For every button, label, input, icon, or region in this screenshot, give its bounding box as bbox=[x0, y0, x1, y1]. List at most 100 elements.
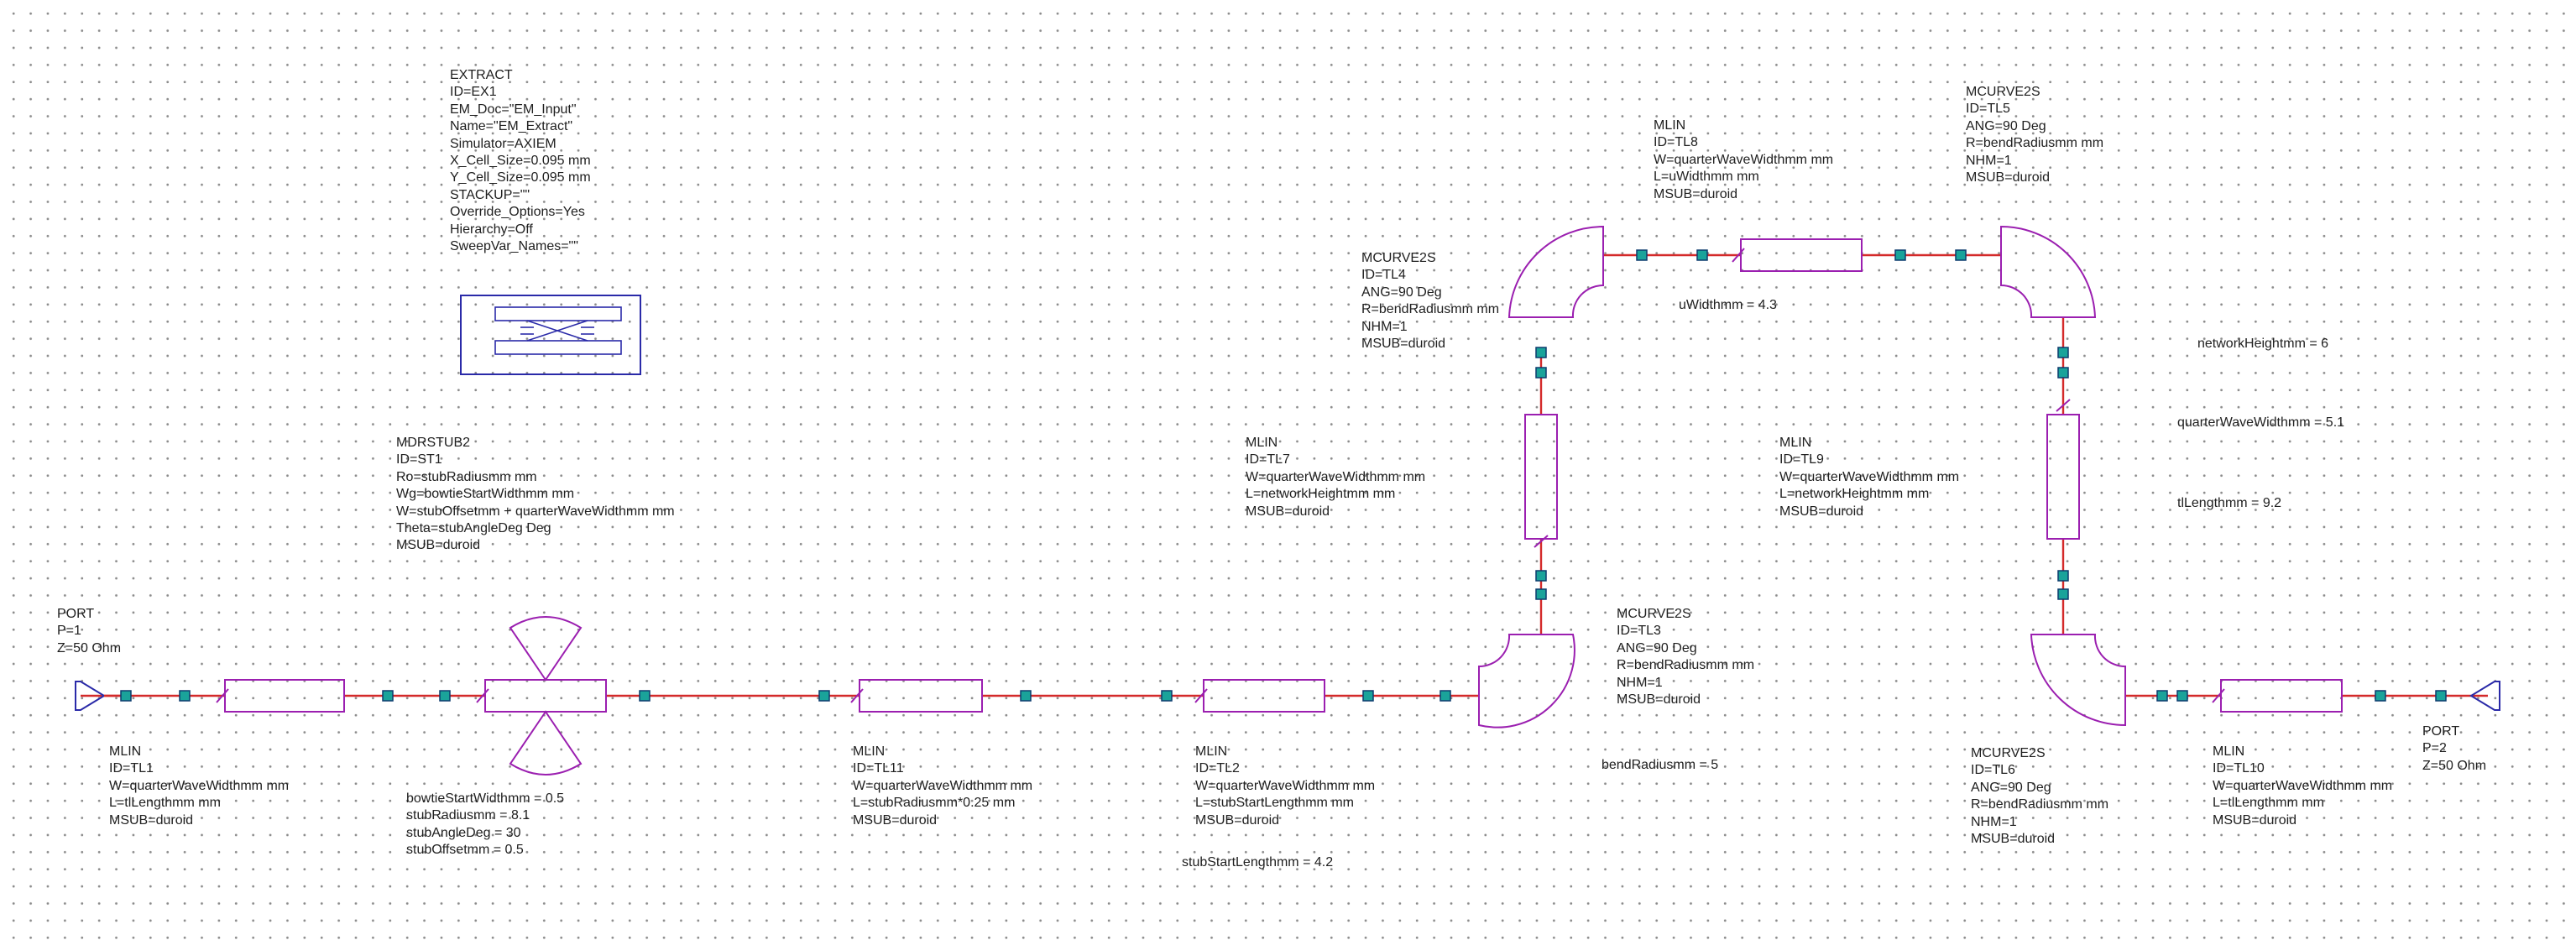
tl3-line-1: ID=TL3 bbox=[1617, 624, 1661, 639]
tl6-line-4: NHM=1 bbox=[1971, 814, 2017, 829]
tl1-line-0: MLIN bbox=[109, 744, 142, 759]
tl11-line-1: ID=TL11 bbox=[853, 761, 904, 776]
tl10-line-1: ID=TL10 bbox=[2213, 761, 2265, 776]
extract-line-2: EM_Doc="EM_Input" bbox=[450, 102, 577, 117]
bowtie_eqs-line-3: stubOffsetmm = 0.5 bbox=[406, 843, 524, 858]
eq-bend-radius[interactable]: bendRadiusmm = 5 bbox=[1602, 757, 1718, 774]
tl7-line-4: MSUB=duroid bbox=[1246, 504, 1330, 519]
tl7-line-3: L=networkHeightmm mm bbox=[1246, 487, 1396, 502]
tl3-line-4: NHM=1 bbox=[1617, 675, 1663, 690]
port2-line-2: Z=50 Ohm bbox=[2422, 758, 2487, 773]
mlin-tl11[interactable] bbox=[850, 679, 983, 713]
tl5-line-3: R=bendRadiusmm mm bbox=[1966, 136, 2104, 151]
tl7-line-2: W=quarterWaveWidthmm mm bbox=[1246, 469, 1426, 484]
extract-line-6: Y_Cell_Size=0.095 mm bbox=[450, 170, 591, 185]
mlin-tl9[interactable] bbox=[2046, 399, 2080, 540]
extract-line-9: Hierarchy=Off bbox=[450, 222, 533, 237]
eq_tllen-line-0: tlLengthmm = 9.2 bbox=[2177, 496, 2282, 510]
eq-tl-length[interactable]: tlLengthmm = 9.2 bbox=[2177, 495, 2281, 512]
tl5-line-5: MSUB=duroid bbox=[1966, 170, 2051, 185]
tl10-line-4: MSUB=duroid bbox=[2213, 812, 2297, 828]
eq-network-height[interactable]: networkHeightmm = 6 bbox=[2197, 336, 2328, 352]
tl9-line-3: L=networkHeightmm mm bbox=[1779, 487, 1930, 502]
tl8-line-1: ID=TL8 bbox=[1654, 135, 1698, 150]
extract-line-0: EXTRACT bbox=[450, 68, 513, 82]
port-2-symbol[interactable] bbox=[2469, 681, 2500, 711]
tl9-line-4: MSUB=duroid bbox=[1779, 504, 1864, 519]
tl6-line-1: ID=TL6 bbox=[1971, 763, 2015, 778]
tl10-line-0: MLIN bbox=[2213, 744, 2245, 759]
extract-line-7: STACKUP="" bbox=[450, 187, 530, 202]
tl3-line-0: MCURVE2S bbox=[1617, 607, 1691, 621]
eq-quarter-wave-width[interactable]: quarterWaveWidthmm = 5.1 bbox=[2177, 415, 2344, 431]
tl5-line-4: NHM=1 bbox=[1966, 153, 2012, 168]
tl2-line-1: ID=TL2 bbox=[1195, 761, 1240, 776]
tl10-line-3: L=tlLengthmm mm bbox=[2213, 796, 2324, 811]
mlin-tl10[interactable] bbox=[2212, 679, 2343, 713]
extract-line-1: ID=EX1 bbox=[450, 85, 497, 100]
mcurve-tl4[interactable] bbox=[1507, 225, 1604, 318]
tl6-line-5: MSUB=duroid bbox=[1971, 832, 2056, 847]
mdrstub-line-1: ID=ST1 bbox=[396, 452, 442, 467]
eq_network-line-0: networkHeightmm = 6 bbox=[2197, 337, 2329, 351]
mcurve-tl5[interactable] bbox=[2000, 225, 2097, 318]
eq-stub-start-length[interactable]: stubStartLengthmm = 4.2 bbox=[1182, 854, 1333, 871]
tl6-line-2: ANG=90 Deg bbox=[1971, 780, 2051, 795]
mdrstub-line-4: W=stubOffsetmm + quarterWaveWidthmm mm bbox=[396, 504, 675, 519]
tl3-line-2: ANG=90 Deg bbox=[1617, 640, 1697, 655]
extract-line-3: Name="EM_Extract" bbox=[450, 119, 573, 134]
mdrstub-line-5: Theta=stubAngleDeg Deg bbox=[396, 521, 551, 536]
mlin-tl1[interactable] bbox=[216, 679, 345, 713]
mdrstub-line-2: Ro=stubRadiusmm mm bbox=[396, 469, 537, 484]
extract-symbol[interactable] bbox=[460, 295, 641, 375]
tl3-line-3: R=bendRadiusmm mm bbox=[1617, 658, 1755, 673]
port2-line-0: PORT bbox=[2422, 724, 2460, 739]
tl2-line-4: MSUB=duroid bbox=[1195, 812, 1280, 828]
tl2-line-0: MLIN bbox=[1195, 744, 1228, 759]
tl4-line-0: MCURVE2S bbox=[1361, 251, 1436, 265]
mcurve-tl6[interactable] bbox=[2030, 634, 2126, 727]
extract-line-4: Simulator=AXIEM bbox=[450, 136, 556, 151]
tl5-line-0: MCURVE2S bbox=[1966, 85, 2040, 99]
mlin-tl2[interactable] bbox=[1194, 679, 1325, 713]
mdrstub-st1[interactable] bbox=[476, 616, 607, 776]
connection-nodes bbox=[120, 249, 2447, 702]
port1-line-2: Z=50 Ohm bbox=[57, 640, 122, 655]
mlin-tl7[interactable] bbox=[1524, 414, 1558, 548]
port1-line-0: PORT bbox=[57, 607, 95, 621]
mlin-tl8[interactable] bbox=[1732, 238, 1863, 272]
eq_uwidth-line-0: uWidthmm = 4.3 bbox=[1679, 298, 1777, 312]
tl5-line-2: ANG=90 Deg bbox=[1966, 118, 2046, 133]
tl11-line-3: L=stubRadiusmm*0.25 mm bbox=[853, 796, 1016, 811]
eq_qww-line-0: quarterWaveWidthmm = 5.1 bbox=[2177, 415, 2345, 430]
tl2-line-2: W=quarterWaveWidthmm mm bbox=[1195, 778, 1376, 793]
eq_stubstart-line-0: stubStartLengthmm = 4.2 bbox=[1182, 855, 1334, 870]
mdrstub-line-6: MSUB=duroid bbox=[396, 538, 481, 553]
bowtie_eqs-line-1: stubRadiusmm = 8.1 bbox=[406, 808, 530, 823]
mcurve-tl3[interactable] bbox=[1478, 634, 1575, 728]
tl8-line-0: MLIN bbox=[1654, 118, 1686, 133]
tl9-line-1: ID=TL9 bbox=[1779, 452, 1824, 467]
tl1-line-4: MSUB=duroid bbox=[109, 812, 194, 828]
tl4-line-2: ANG=90 Deg bbox=[1361, 285, 1442, 300]
eq-uwidth[interactable]: uWidthmm = 4.3 bbox=[1679, 297, 1777, 314]
tl8-line-2: W=quarterWaveWidthmm mm bbox=[1654, 152, 1834, 167]
port1-line-1: P=1 bbox=[57, 624, 81, 639]
extract-line-5: X_Cell_Size=0.095 mm bbox=[450, 154, 591, 169]
